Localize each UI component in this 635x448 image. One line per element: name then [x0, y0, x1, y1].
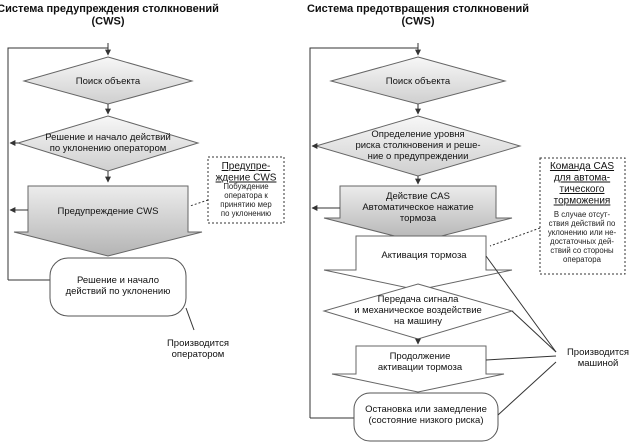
right-brake-block [323, 235, 513, 291]
left-warning-text: Предупреждение CWS [58, 206, 159, 217]
left-note-body-line: Побуждение [223, 182, 268, 191]
left-title-line: (CWS) [92, 16, 125, 28]
left-operator-label-line: оператором [172, 349, 225, 360]
left-search-text-line: Поиск объекта [76, 76, 141, 87]
right-transfer-text-line: Передача сигнала [378, 294, 460, 305]
right-search-text: Поиск объекта [386, 76, 451, 87]
right-note-body-line: достаточных дей- [550, 237, 614, 246]
left-note-body-line: оператора к [224, 191, 268, 200]
right-risk-text-line: Определение уровня [371, 129, 464, 140]
right-cas-block [323, 185, 513, 243]
right-note-box [539, 157, 626, 275]
right-continue-text-line: активации тормоза [378, 362, 463, 373]
right-risk-text-line: риска столкновения и реше- [355, 140, 480, 151]
left-evade-text-line: Решение и начало [77, 275, 159, 286]
right-risk-text-line: ние о предупреждении [368, 151, 469, 162]
left-title: Система предупреждения столкновений(CWS) [0, 3, 219, 28]
right-continue-text-line: Продолжение [390, 351, 451, 362]
right-title-line: Система предотвращения столкновений [307, 3, 529, 15]
right-note-title-line: для автома- [554, 173, 610, 184]
right-note-body-line: В случае отсут- [554, 210, 611, 219]
left-search-text: Поиск объекта [76, 76, 141, 87]
left-decision-text-line: по уклонению оператором [50, 143, 167, 154]
right-machine-label-line: машиной [578, 358, 619, 369]
left-evade-text-line: действий по уклонению [66, 286, 171, 297]
left-warning-text-line: Предупреждение CWS [58, 206, 159, 217]
left-note-body-line: принятию мер [220, 200, 272, 209]
right-transfer-text-line: и механическое воздействие [354, 305, 482, 316]
right-title-line: (CWS) [402, 16, 435, 28]
machine-leader-lines [485, 255, 557, 416]
right-cas-text-line: Автоматическое нажатие [362, 202, 473, 213]
right-note-body-line: ствий со стороны [550, 246, 614, 255]
right-title: Система предотвращения столкновений(CWS) [307, 3, 529, 28]
left-decision-text-line: Решение и начало действий [45, 132, 171, 143]
right-note-title-line: тического [560, 184, 605, 195]
right-note-body-line: оператора [563, 255, 602, 264]
right-brake-text-line: Активация тормоза [381, 250, 467, 261]
right-flowchart: Система предотвращения столкновений(CWS)… [307, 3, 629, 442]
right-stop-text: Остановка или замедление(состояние низко… [365, 404, 487, 426]
right-cas-text-line: тормоза [400, 213, 437, 224]
left-operator-label-line: Производится [167, 338, 229, 349]
right-brake-text: Активация тормоза [381, 250, 467, 261]
left-evade-box [49, 257, 187, 317]
left-note-box [207, 156, 285, 224]
left-note-title-line: Предупре- [222, 161, 271, 172]
left-flowchart: Система предупреждения столкновений(CWS)… [0, 3, 285, 360]
left-note-body-line: по уклонению [221, 209, 271, 218]
right-note-body-line: ствия действий по [549, 219, 616, 228]
right-search-text-line: Поиск объекта [386, 76, 451, 87]
right-stop-text-line: (состояние низкого риска) [369, 415, 484, 426]
right-cas-text-line: Действие CAS [386, 191, 450, 202]
left-title-line: Система предупреждения столкновений [0, 3, 219, 15]
right-continue-block [331, 345, 505, 393]
right-stop-box [353, 392, 499, 442]
right-transfer-text-line: на машину [394, 316, 442, 327]
right-stop-text-line: Остановка или замедление [365, 404, 487, 415]
left-warning-block [13, 185, 203, 257]
right-note-title-line: торможения [554, 196, 611, 207]
right-machine-label-line: Производится [567, 347, 629, 358]
right-note-body-line: уклонению или не- [548, 228, 617, 237]
left-note-title: Предупре-ждение CWS [216, 161, 277, 184]
right-note-title-line: Команда CAS [550, 161, 614, 172]
left-note-title-line: ждение CWS [216, 173, 277, 184]
